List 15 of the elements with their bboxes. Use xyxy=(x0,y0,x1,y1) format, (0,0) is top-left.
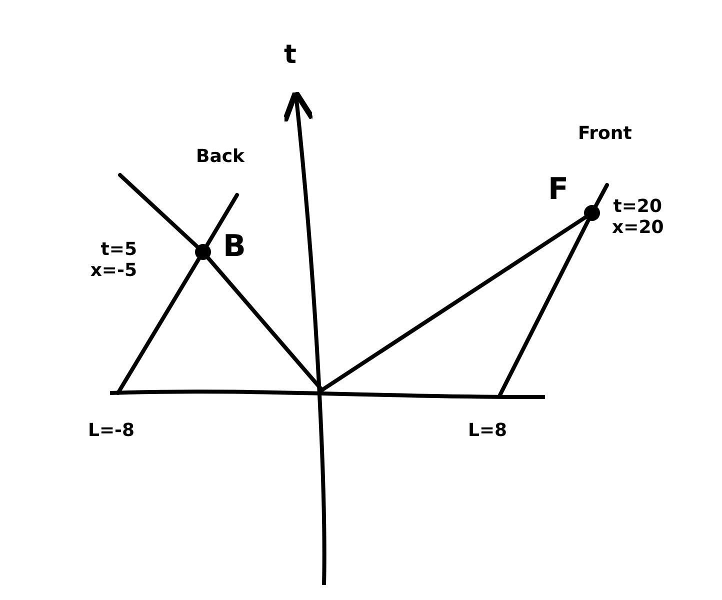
world-line xyxy=(320,215,588,392)
world-line xyxy=(116,256,201,395)
tick-label: L=-8 xyxy=(88,420,135,441)
event-point xyxy=(584,205,600,221)
tick-label: L=8 xyxy=(468,420,508,441)
event-point xyxy=(195,244,211,260)
axis-label: t xyxy=(284,40,296,70)
point-label: B xyxy=(223,230,246,263)
line-label: Back xyxy=(196,146,245,167)
world-line xyxy=(206,256,324,392)
coordinate-note: t=5 x=-5 xyxy=(89,240,137,282)
line-label: Front xyxy=(578,123,632,144)
coordinate-note: t=20 x=20 xyxy=(612,197,662,238)
point-label: F xyxy=(548,173,568,206)
world-line xyxy=(498,218,590,397)
